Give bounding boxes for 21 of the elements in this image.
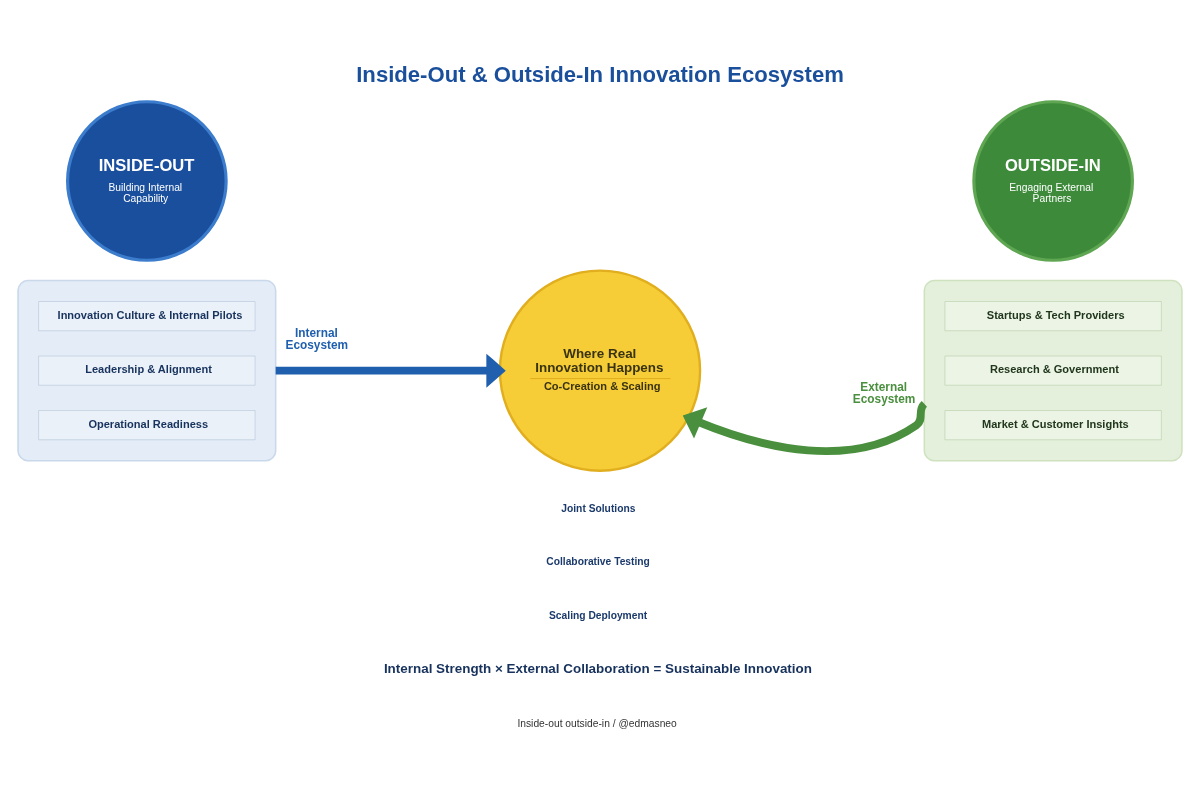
cluster [923,279,1183,461]
node-box: Operational Readiness [38,409,256,440]
node-circle: OUTSIDE-IN Engaging External Partners [972,99,1134,262]
label: Joint Solutions [561,502,636,514]
label: Internal Strength × External Collaboration = Sustainable Innovation [383,660,812,676]
node-box: Leadership & Alignment [38,355,256,386]
node-box: Innovation Culture & Internal Pilots [38,300,256,331]
node-circle: INSIDE-OUT Building Internal Capability [66,99,228,262]
edge-label: Internal Ecosystem [285,325,349,352]
cluster [17,279,277,461]
node-box: Research & Government [944,355,1162,386]
caption: Inside-out outside-in / @edmasneo [517,717,677,729]
node-circle: Where Real Innovation Happens Co-Creation & Scaling [498,268,702,472]
edge-label: External Ecosystem [852,379,916,406]
arrow [682,400,928,455]
node-box: Startups & Tech Providers [944,300,1162,331]
node-box: Market & Customer Insights [944,409,1162,440]
diagram-title: Inside-Out & Outside-In Innovation Ecosystem [356,61,844,87]
label: Scaling Deployment [549,609,648,621]
label: Collaborative Testing [546,555,650,567]
arrow [275,353,506,388]
